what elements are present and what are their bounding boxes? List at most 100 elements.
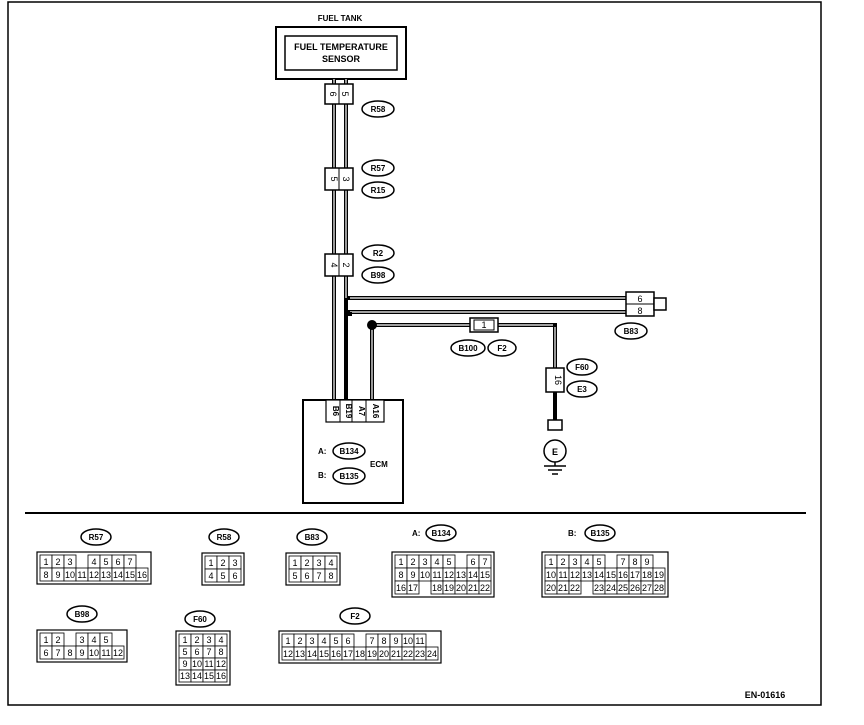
pin-number: 19 [654,570,664,580]
svg-text:B135: B135 [339,472,359,481]
pin-number: 2 [304,558,309,568]
pin-number: 8 [67,648,72,658]
label-f60: F60 [575,363,589,372]
sensor-label-line1: FUEL TEMPERATURE [294,42,388,52]
pin-number: 2 [220,558,225,568]
svg-text:5: 5 [329,176,339,181]
pin-number: 15 [606,570,616,580]
badge-b134-text: B134 [431,529,451,538]
pin-number: 11 [558,570,567,580]
pin-number: 3 [572,557,577,567]
pin-number: 1 [285,636,290,646]
svg-text:ECM: ECM [370,460,388,469]
pin-number: 23 [415,649,425,659]
pin-number: 6 [345,636,350,646]
pin-number: 14 [307,649,317,659]
pin-number: 20 [456,583,466,593]
pin-number: 9 [410,570,415,580]
badge-f60-text: F60 [193,615,207,624]
pin-number: 9 [644,557,649,567]
badge-b134 [425,524,457,542]
svg-text:3: 3 [341,176,351,181]
pin-number: 28 [654,583,664,593]
pin-number: 12 [89,570,99,580]
pin-cell [135,567,149,582]
pin-number: 4 [91,557,96,567]
pin-number: 13 [295,649,305,659]
svg-text:A16: A16 [371,404,380,419]
svg-text:B:: B: [318,471,326,480]
label-r2: R2 [373,249,384,258]
svg-text:4: 4 [329,262,339,267]
pin-number: 5 [292,571,297,581]
svg-text:16: 16 [553,375,563,385]
pin-number: 6 [115,557,120,567]
pin-number: 3 [206,635,211,645]
pin-number: 13 [582,570,592,580]
label-b98: B98 [371,271,386,280]
pin-cell [228,568,242,583]
pin-number: 10 [89,648,99,658]
pin-number: 12 [570,570,580,580]
badge-f2 [339,607,371,625]
pin-number: 3 [309,636,314,646]
pin-number: 2 [55,635,60,645]
svg-text:6: 6 [637,294,642,304]
pin-number: 8 [218,647,223,657]
pin-number: 5 [333,636,338,646]
pin-number: 24 [606,583,616,593]
pin-cell [568,580,582,595]
pin-number: 16 [137,570,147,580]
pin-number: 7 [127,557,132,567]
prefix-b: B: [568,529,576,538]
pin-number: 10 [420,570,430,580]
label-e3: E3 [577,385,587,394]
pin-number: 21 [468,583,478,593]
pin-cell [406,580,420,595]
pin-number: 13 [180,671,190,681]
ground-symbol: E [543,419,567,475]
connector-b83: 6 8 [625,291,667,317]
pin-number: 9 [55,570,60,580]
pin-number: 13 [456,570,466,580]
svg-text:A7: A7 [357,406,366,417]
pin-number: 2 [410,557,415,567]
pin-number: 24 [427,649,437,659]
pin-number: 6 [194,647,199,657]
svg-text:5: 5 [340,91,350,96]
svg-text:E: E [552,447,558,457]
svg-text:8: 8 [637,306,642,316]
pin-number: 9 [393,636,398,646]
pin-number: 22 [403,649,413,659]
pin-number: 18 [355,649,365,659]
pin-number: 17 [630,570,640,580]
svg-text:B134: B134 [339,447,359,456]
svg-text:B6: B6 [331,406,340,417]
pin-number: 5 [103,635,108,645]
badge-b135-text: B135 [590,529,610,538]
pin-number: 14 [192,671,202,681]
pin-number: 1 [292,558,297,568]
pin-number: 4 [321,636,326,646]
pin-cell [214,669,228,683]
pin-number: 17 [408,583,418,593]
badge-r57-text: R57 [89,533,104,542]
pin-number: 7 [369,636,374,646]
pin-number: 1 [398,557,403,567]
badge-f60 [184,610,216,628]
pin-number: 16 [618,570,628,580]
pin-number: 5 [182,647,187,657]
svg-text:2: 2 [341,262,351,267]
pin-number: 15 [319,649,329,659]
pin-number: 21 [558,583,568,593]
pin-number: 6 [470,557,475,567]
pin-cell [425,646,439,661]
pin-number: 3 [232,558,237,568]
pin-number: 12 [444,570,454,580]
pin-number: 3 [422,557,427,567]
diagram-code: EN-01616 [745,690,786,700]
pin-number: 18 [642,570,652,580]
label-r57: R57 [371,164,386,173]
svg-text:B19: B19 [344,404,353,419]
badge-r58 [208,528,240,546]
